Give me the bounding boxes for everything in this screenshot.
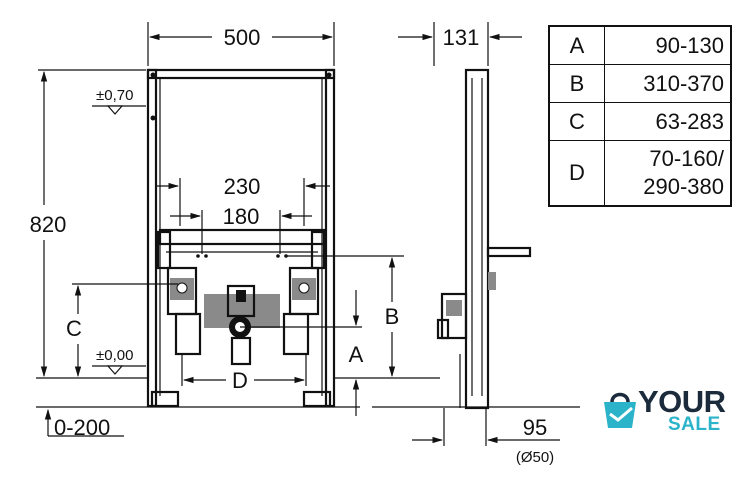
table-key-a: A [548,25,605,65]
table-row: A 90-130 [548,25,732,65]
table-value-d: 70-160/ 290-380 [604,140,732,207]
dim-0-200-label: 0-200 [54,415,110,440]
dim-180-label: 180 [223,204,260,229]
dim-820: 820 [30,69,146,378]
front-view-frame [146,68,336,408]
table-value-a: 90-130 [604,25,732,65]
yoursale-logo: YOUR SALE [598,384,744,438]
level-mark-bottom: ±0,00 [92,347,146,375]
dim-230: 230 [156,174,330,226]
dim-c: C [66,283,178,378]
dim-b-label: B [385,304,400,329]
table-key-d: D [548,140,605,207]
dimension-table: A 90-130 B 310-370 C 63-283 D 70-160/ 29… [548,25,732,207]
logo-word-sale: SALE [668,414,721,435]
table-value-d-line2: 290-380 [643,174,724,199]
level-top-label: ±0,70 [96,87,133,104]
table-row: D 70-160/ 290-380 [548,140,732,207]
dim-a: A [240,290,364,416]
dim-230-label: 230 [224,174,261,199]
dim-d: D [181,354,307,393]
dim-500-label: 500 [224,25,261,50]
dim-drain-diameter-label: (Ø50) [516,449,554,466]
logo-word-your: YOUR [638,384,726,419]
table-value-c: 63-283 [604,102,732,141]
dim-95: 95 (Ø50) [412,408,560,466]
table-key-b: B [548,64,605,103]
dim-d-label: D [232,368,248,393]
level-bottom-label: ±0,00 [96,347,133,364]
table-value-b: 310-370 [604,64,732,103]
shopping-bag-icon [604,392,636,428]
table-key-c: C [548,102,605,141]
table-row: B 310-370 [548,64,732,103]
dim-a-label: A [349,342,364,367]
side-view-frame [436,68,532,410]
dim-180: 180 [170,204,312,254]
dim-820-label: 820 [30,212,67,237]
table-row: C 63-283 [548,102,732,141]
dim-131-label: 131 [443,25,480,50]
dim-95-label: 95 [523,415,547,440]
dim-500: 500 [147,22,335,66]
level-mark-top: ±0,70 [92,87,146,115]
dim-c-label: C [66,316,82,341]
table-value-d-line1: 70-160/ [649,146,724,171]
dim-131: 131 [398,22,522,66]
dim-0-200: 0-200 [44,408,124,440]
dim-b: B [286,255,404,378]
